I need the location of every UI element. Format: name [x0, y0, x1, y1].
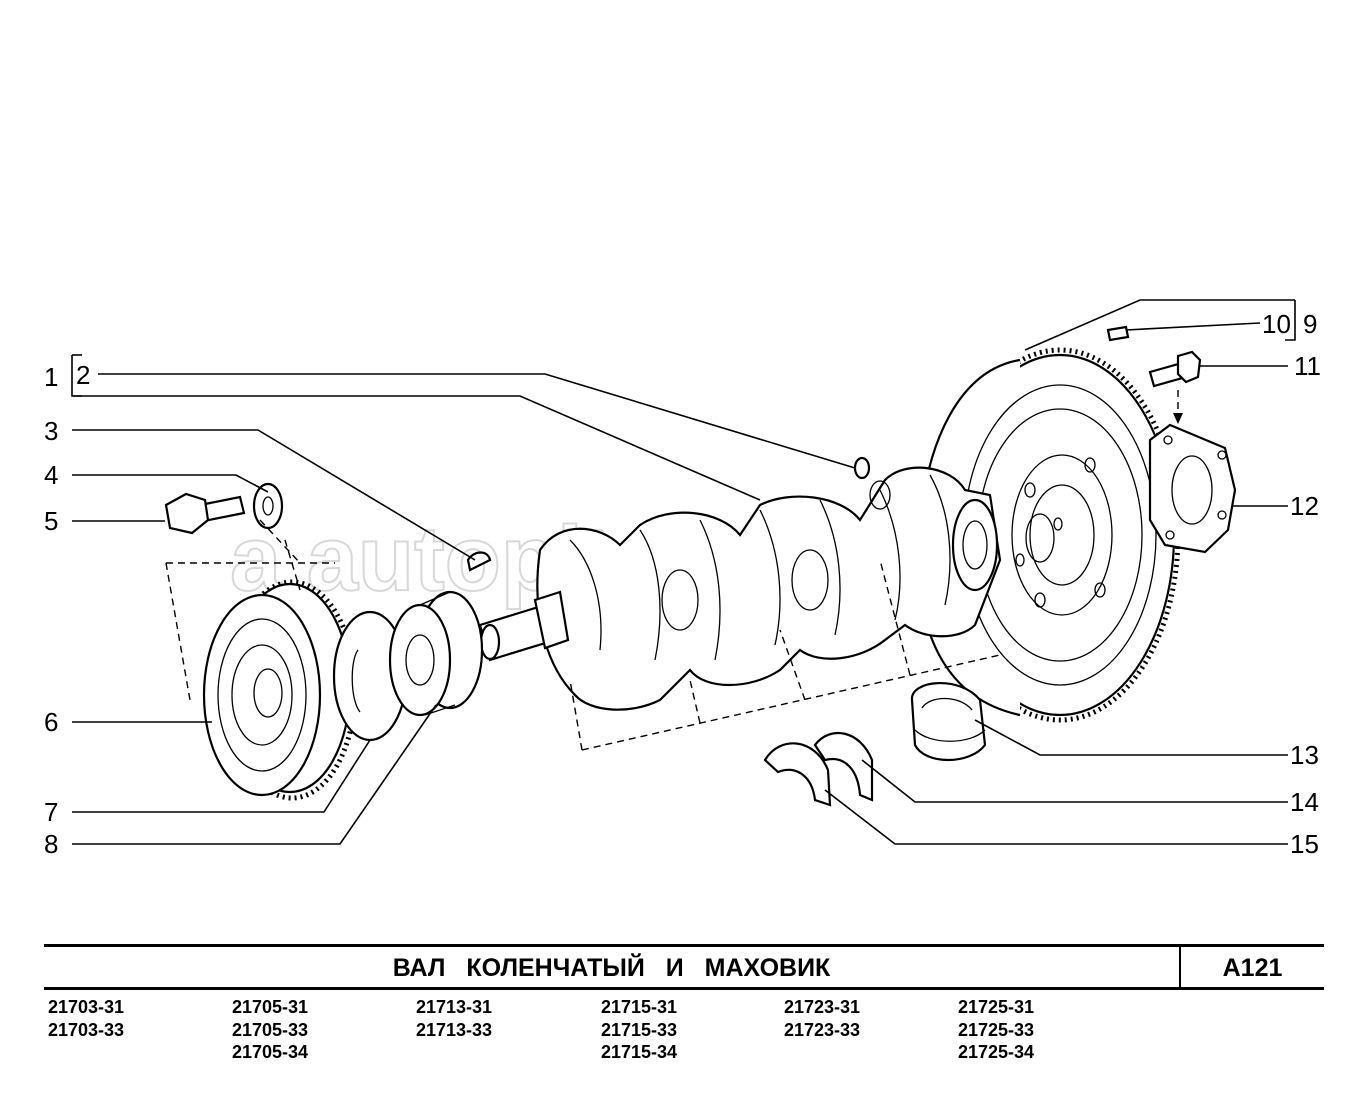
callout-7: 7 — [44, 797, 58, 827]
model-column: 21703-31 21703-33 — [48, 996, 124, 1041]
thrust-half-ring-lower — [763, 742, 832, 807]
callout-3: 3 — [44, 416, 58, 446]
callout-10: 10 — [1262, 309, 1291, 339]
model-column: 21723-31 21723-33 — [784, 996, 860, 1041]
flange-plate — [1148, 423, 1237, 554]
model-code: 21723-33 — [784, 1019, 861, 1040]
crankshaft — [478, 466, 1002, 711]
callout-9: 9 — [1303, 309, 1317, 339]
callout-2: 2 — [76, 360, 90, 390]
callout-6: 6 — [44, 707, 58, 737]
model-code: 21725-33 — [958, 1019, 1035, 1040]
model-code: 21715-33 — [601, 1019, 678, 1040]
model-code: 21703-33 — [48, 1019, 125, 1040]
title-bar: ВАЛ КОЛЕНЧАТЫЙ И МАХОВИК A121 — [44, 944, 1324, 990]
model-code: 21713-33 — [416, 1019, 493, 1040]
main-bearing-shells — [910, 681, 987, 762]
callout-5: 5 — [44, 506, 58, 536]
callout-14: 14 — [1290, 787, 1319, 817]
model-code: 21715-31 — [601, 997, 678, 1017]
locating-pin — [1106, 325, 1130, 342]
model-code: 21715-34 — [601, 1042, 678, 1062]
page-title: ВАЛ КОЛЕНЧАТЫЙ И МАХОВИК — [392, 954, 831, 982]
model-column: 21713-31 21713-33 — [416, 996, 492, 1041]
model-code: 21705-31 — [232, 997, 309, 1017]
model-code: 21725-34 — [958, 1042, 1035, 1062]
callout-1: 1 — [44, 362, 58, 392]
flywheel-bolt — [1148, 350, 1202, 424]
callout-11: 11 — [1294, 351, 1321, 381]
model-list: 21703-31 21703-33 21705-31 21705-33 2170… — [0, 996, 1371, 1066]
model-code: 21703-31 — [48, 997, 125, 1017]
model-code: 21725-31 — [958, 997, 1035, 1017]
section-code: A121 — [1222, 954, 1283, 982]
leader-lines — [71, 299, 1296, 845]
model-column: 21725-31 21725-33 21725-34 — [958, 996, 1034, 1064]
callout-15: 15 — [1290, 829, 1319, 859]
crankshaft-plug — [853, 456, 871, 480]
callout-8: 8 — [44, 829, 58, 859]
callout-4: 4 — [44, 460, 58, 490]
model-code: 21723-31 — [784, 997, 861, 1017]
pulley-bolt — [164, 492, 246, 535]
model-code: 21705-34 — [232, 1042, 309, 1062]
callout-12: 12 — [1290, 491, 1319, 521]
callout-13: 13 — [1290, 740, 1319, 770]
thrust-half-ring-upper — [813, 731, 874, 802]
model-column: 21705-31 21705-33 21705-34 — [232, 996, 308, 1064]
model-code: 21705-33 — [232, 1019, 309, 1040]
title-divider — [1179, 947, 1181, 987]
model-column: 21715-31 21715-33 21715-34 — [601, 996, 677, 1064]
pulley — [202, 579, 358, 801]
washer — [252, 482, 284, 530]
model-code: 21713-31 — [416, 997, 493, 1017]
timing-gear — [388, 590, 484, 717]
